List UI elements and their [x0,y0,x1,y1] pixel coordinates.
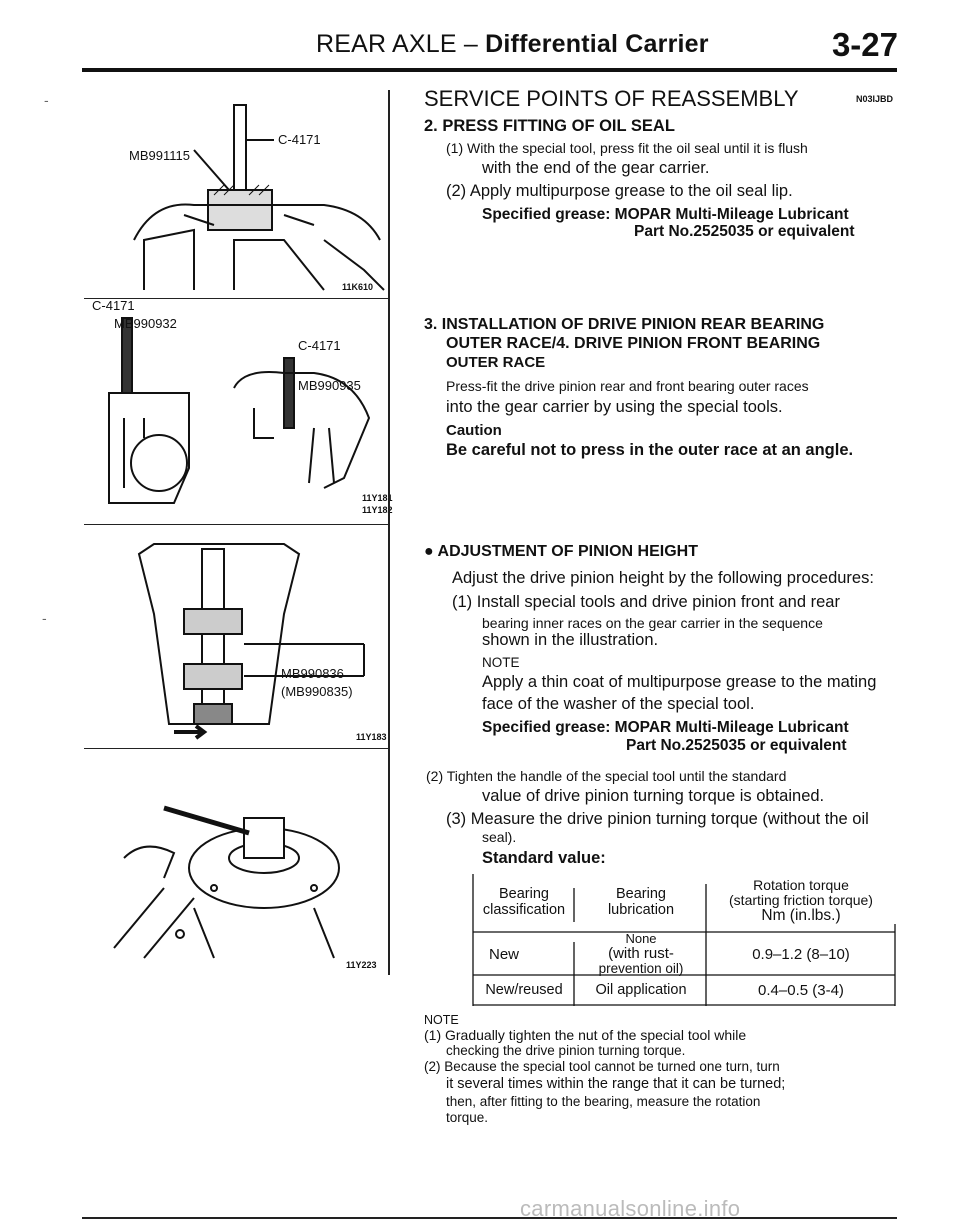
figure-code: 11K610 [342,282,374,292]
margin-mark: - [42,610,47,626]
adjust-text: (3) Measure the drive pinion turning tor… [446,810,869,828]
pinion-height-illustration [137,543,365,740]
step2-line: (1) With the special tool, press fit the… [446,140,808,156]
bottom-rule [82,1217,897,1219]
spec-grease: Specified grease: MOPAR Multi-Mileage Lu… [482,206,849,223]
standard-value-label: Standard value: [482,849,606,867]
figure-torque-measure: 11Y223 [84,748,390,975]
oil-seal-illustration [133,104,385,291]
step3-heading: OUTER RACE/4. DRIVE PINION FRONT BEARING [446,335,821,352]
step3-line: Press-fit the drive pinion rear and fron… [446,378,809,394]
page-title: REAR AXLE – Differential Carrier [316,30,709,58]
note-text: face of the washer of the special tool. [482,695,755,713]
note-line: then, after fitting to the bearing, meas… [446,1094,761,1109]
tool-label: MB990836 [281,666,344,681]
figure-column: MB991115 C-4171 11K610 C-4171 MB990932 C… [84,90,393,975]
section-code: N03IJBD [856,94,894,104]
adjust-text: Adjust the drive pinion height by the fo… [452,569,874,587]
note-line: (1) Gradually tighten the nut of the spe… [424,1027,747,1043]
step3-heading: 3. INSTALLATION OF DRIVE PINION REAR BEA… [424,316,825,333]
table-header-torque: Rotation torque(starting friction torque… [729,877,873,924]
tool-label: MB990932 [114,316,177,331]
table-cell: None (with rust- prevention oil) [598,931,684,976]
step3-heading: OUTER RACE [446,354,546,371]
note-line: torque. [446,1110,489,1125]
figure-oil-seal: MB991115 C-4171 11K610 [84,90,390,299]
margin-mark: - [44,92,49,108]
column-divider [388,90,390,975]
caution-label: Caution [446,422,502,439]
footer-watermark: carmanualsonline.info [520,1196,741,1221]
figure-code: 11Y183 [356,732,387,742]
adjust-text: (1) Install special tools and drive pini… [452,593,840,611]
tool-label: C-4171 [298,338,341,353]
table-cell: New/reused [485,982,563,998]
tool-label: MB991115 [129,148,190,163]
table-cell: New [488,946,519,963]
adjust-text: bearing inner races on the gear carrier … [482,615,823,631]
note-line: it several times within the range that i… [446,1076,786,1092]
figure-code: 11Y182 [362,505,393,515]
tool-label: MB990935 [298,378,361,393]
note-line: (2) Because the special tool cannot be t… [424,1059,780,1074]
header-rule [82,68,897,72]
page-header: REAR AXLE – Differential Carrier 3-27 [80,26,900,68]
step3-line: into the gear carrier by using the speci… [446,398,783,416]
tool-label: C-4171 [278,132,321,147]
note-line: checking the drive pinion turning torque… [446,1043,686,1058]
notes-label: NOTE [424,1013,459,1027]
figure-code: 11Y181 [362,493,393,503]
adjust-text: value of drive pinion turning torque is … [482,787,825,805]
note-text: Apply a thin coat of multipurpose grease… [482,673,877,691]
outer-race-illustration [108,317,371,504]
tool-label: (MB990835) [281,684,353,699]
tool-label: C-4171 [92,298,135,313]
step2-line: with the end of the gear carrier. [482,159,710,177]
step2-heading: 2. PRESS FITTING OF OIL SEAL [424,117,675,135]
note-label: NOTE [482,655,520,670]
table-grid [472,874,896,1006]
caution-text: Be careful not to press in the outer rac… [446,441,854,459]
spec-part: Part No.2525035 or equivalent [626,737,847,754]
step2-line: (2) Apply multipurpose grease to the oil… [446,182,793,200]
adjust-text: shown in the illustration. [482,631,659,649]
table-cell: 0.9–1.2 (8–10) [752,946,850,963]
adjust-text: (2) Tighten the handle of the special to… [426,768,787,784]
figure-code: 11Y223 [346,960,377,970]
torque-measure-illustration [113,805,340,959]
spec-grease: Specified grease: MOPAR Multi-Mileage Lu… [482,719,849,736]
table-cell: 0.4–0.5 (3-4) [758,982,844,999]
spec-part: Part No.2525035 or equivalent [634,223,855,240]
table-cell: Oil application [595,982,687,998]
page-number: 3-27 [831,26,898,63]
section-title: SERVICE POINTS OF REASSEMBLY [424,86,799,111]
adjust-text: seal). [482,829,517,845]
figure-outer-race: C-4171 MB990932 C-4171 MB990935 11Y181 1… [84,298,393,525]
adjust-heading: ● ADJUSTMENT OF PINION HEIGHT [424,543,698,560]
figure-pinion-height-tools: MB990836 (MB990835) 11Y183 [84,524,390,749]
